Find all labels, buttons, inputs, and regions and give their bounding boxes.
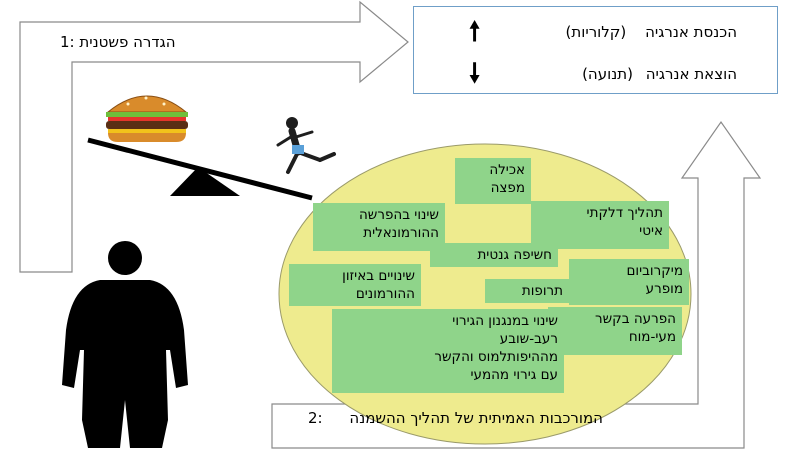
- factor-hormonal-balance-line-2: ההורמונים: [355, 286, 415, 302]
- simple-definition-label: הגדרה פשטנית 1:: [60, 33, 176, 51]
- runner-icon: [276, 117, 336, 174]
- scale-seesaw-icon: [87, 137, 313, 201]
- energy-expenditure-detail: (תנועה): [582, 65, 633, 83]
- factor-gut-brain-line-1: הפרעה בקשר: [595, 311, 676, 327]
- factor-genetic: חשיפה גנטית: [430, 243, 558, 267]
- simple-definition-text: הגדרה פשטנית: [79, 33, 176, 51]
- factor-satiety-line-3: מההיפותלמוס והקשר: [434, 349, 558, 365]
- energy-balance-box: הכנסת אנרגיה (קלוריות) 🠕 הוצאת אנרגיה (ת…: [413, 6, 778, 94]
- factor-inflammation-line-1: תהליך דלקתי: [586, 205, 663, 221]
- down-arrow-icon: 🠗: [469, 59, 481, 89]
- up-arrow-icon: 🠕: [469, 17, 481, 47]
- factor-satiety-line-1: שינוי במנגנון הגירוי: [452, 313, 558, 329]
- factor-overeating: אכילה מפצה: [455, 158, 531, 204]
- factor-hormonal-balance-line-1: שינויים באיזון: [342, 268, 415, 284]
- energy-intake-detail: (קלוריות): [565, 23, 627, 41]
- factor-genetic-line-1: חשיפה גנטית: [477, 247, 552, 263]
- factor-microbiome-line-1: מיקרוביום: [626, 263, 683, 279]
- factor-medications: תרופות: [485, 279, 569, 303]
- factor-microbiome: מיקרוביום מופרע: [569, 259, 689, 305]
- factor-overeating-line-2: מפצה: [490, 180, 525, 196]
- factor-inflammation-line-2: איטי: [639, 223, 663, 239]
- simple-definition-arrow: [19, 0, 409, 273]
- factor-hormonal-secretion: שינוי בהפרשה ההורמונאלית: [313, 203, 445, 251]
- factor-hormonal-balance: שינויים באיזון ההורמונים: [289, 264, 421, 306]
- obese-person-silhouette-icon: [62, 241, 188, 448]
- factor-gut-brain-line-2: מעי-מוח: [628, 329, 676, 345]
- complex-definition-label: המורכבות האמיתית של תהליך ההשמנה 2:: [308, 409, 603, 427]
- factor-hormonal-secretion-line-1: שינוי בהפרשה: [358, 207, 439, 223]
- complex-definition-number: 2:: [308, 409, 323, 427]
- hamburger-icon: [106, 95, 188, 142]
- factor-satiety: שינוי במנגנון הגירוי רעב-שובע מההיפותלמו…: [332, 309, 564, 393]
- complex-definition-text: המורכבות האמיתית של תהליך ההשמנה: [349, 409, 603, 427]
- factor-inflammation: תהליך דלקתי איטי: [531, 201, 669, 249]
- factor-satiety-line-4: עם גירוי מהמעי: [470, 367, 558, 383]
- simple-definition-number: 1:: [60, 33, 75, 51]
- factor-satiety-line-2: רעב-שובע: [499, 331, 558, 347]
- energy-intake-row: הכנסת אנרגיה (קלוריות): [566, 23, 737, 41]
- factor-overeating-line-1: אכילה: [489, 162, 525, 178]
- energy-intake-label: הכנסת אנרגיה: [645, 23, 737, 41]
- energy-expenditure-row: הוצאת אנרגיה (תנועה): [582, 65, 737, 83]
- factor-microbiome-line-2: מופרע: [645, 281, 683, 297]
- factor-medications-line-1: תרופות: [521, 283, 563, 299]
- factor-hormonal-secretion-line-2: ההורמונאלית: [363, 225, 439, 241]
- factor-gut-brain: הפרעה בקשר מעי-מוח: [548, 307, 682, 355]
- energy-expenditure-label: הוצאת אנרגיה: [645, 65, 737, 83]
